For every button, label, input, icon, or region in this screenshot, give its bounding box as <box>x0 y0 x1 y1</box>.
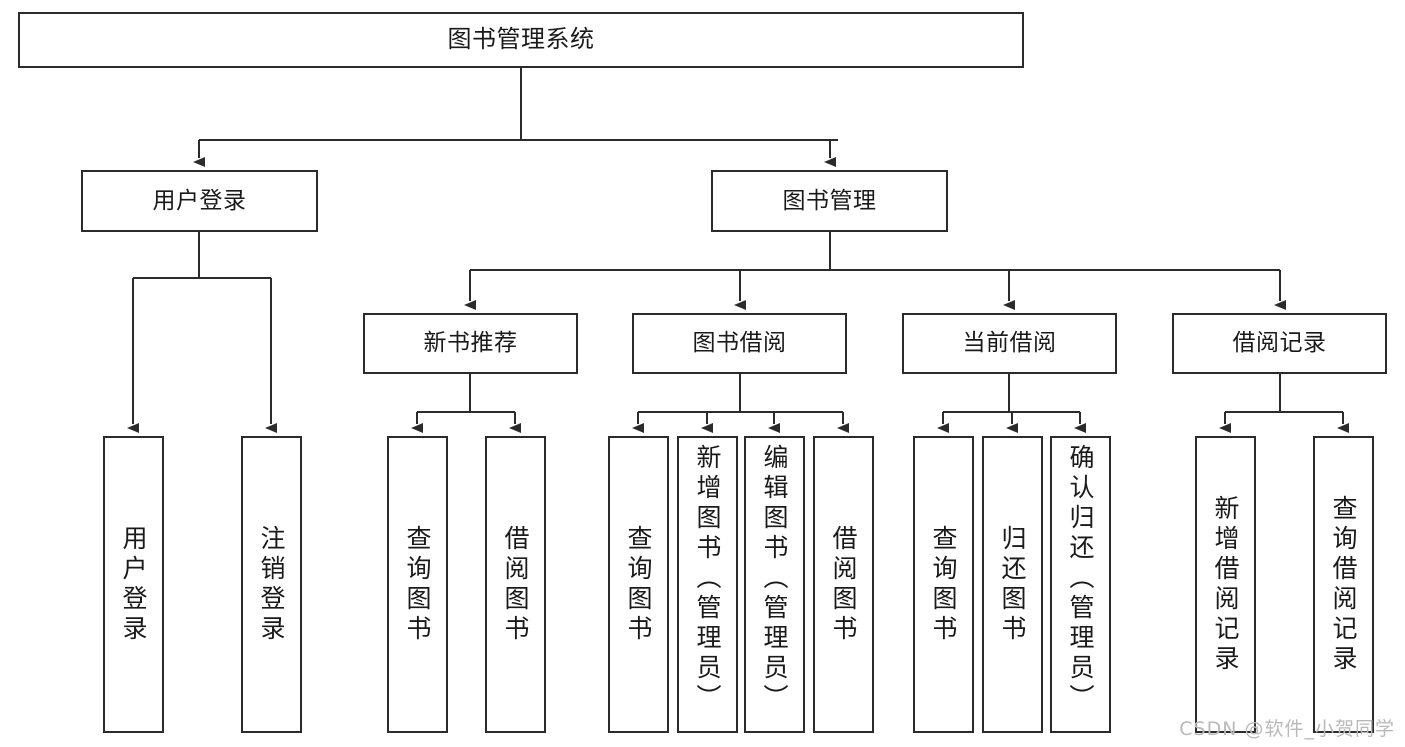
node-leaf-borrow-book-1[interactable]: 借阅图书 <box>485 436 546 733</box>
node-root[interactable]: 图书管理系统 <box>18 12 1024 68</box>
node-borrow-record-label: 借阅记录 <box>1232 330 1327 357</box>
node-leaf-return-book[interactable]: 归还图书 <box>982 436 1043 733</box>
csdn-watermark: CSDN @软件_小贺同学 <box>1179 718 1395 740</box>
node-leaf-add-borrow-record[interactable]: 新增借阅记录 <box>1195 436 1256 733</box>
node-current-borrow-label: 当前借阅 <box>962 330 1057 357</box>
node-book-management-label: 图书管理 <box>782 187 877 214</box>
node-book-borrow[interactable]: 图书借阅 <box>632 313 847 374</box>
node-leaf-edit-book-admin-label: 编辑图书（管理员） <box>760 444 789 714</box>
node-leaf-query-borrow-record-label: 查询借阅记录 <box>1329 494 1358 675</box>
node-leaf-logout-label: 注销登录 <box>257 524 286 645</box>
node-leaf-add-book-admin[interactable]: 新增图书（管理员） <box>677 436 738 733</box>
node-borrow-record[interactable]: 借阅记录 <box>1172 313 1387 374</box>
node-leaf-return-book-label: 归还图书 <box>998 524 1027 645</box>
node-leaf-confirm-return-admin-label: 确认归还（管理员） <box>1066 444 1095 714</box>
node-leaf-edit-book-admin[interactable]: 编辑图书（管理员） <box>744 436 805 733</box>
node-leaf-query-book-2[interactable]: 查询图书 <box>608 436 669 733</box>
node-book-borrow-label: 图书借阅 <box>692 330 787 357</box>
node-leaf-borrow-book-2[interactable]: 借阅图书 <box>813 436 874 733</box>
node-leaf-add-book-admin-label: 新增图书（管理员） <box>693 444 722 714</box>
node-leaf-query-borrow-record[interactable]: 查询借阅记录 <box>1313 436 1374 733</box>
node-leaf-query-book-1-label: 查询图书 <box>403 524 432 645</box>
node-leaf-query-book-3[interactable]: 查询图书 <box>913 436 974 733</box>
node-leaf-confirm-return-admin[interactable]: 确认归还（管理员） <box>1050 436 1111 733</box>
node-leaf-borrow-book-1-label: 借阅图书 <box>501 524 530 645</box>
node-leaf-query-book-2-label: 查询图书 <box>624 524 653 645</box>
node-leaf-borrow-book-2-label: 借阅图书 <box>829 524 858 645</box>
node-leaf-add-borrow-record-label: 新增借阅记录 <box>1211 494 1240 675</box>
node-book-management[interactable]: 图书管理 <box>711 170 948 232</box>
node-leaf-query-book-1[interactable]: 查询图书 <box>387 436 448 733</box>
node-leaf-logout[interactable]: 注销登录 <box>241 436 302 733</box>
node-current-borrow[interactable]: 当前借阅 <box>902 313 1117 374</box>
node-new-book-recommend[interactable]: 新书推荐 <box>363 313 578 374</box>
node-new-book-recommend-label: 新书推荐 <box>423 330 518 357</box>
node-leaf-user-login-label: 用户登录 <box>119 524 148 645</box>
node-user-login[interactable]: 用户登录 <box>81 170 318 232</box>
node-user-login-label: 用户登录 <box>152 187 247 214</box>
node-leaf-query-book-3-label: 查询图书 <box>929 524 958 645</box>
node-root-label: 图书管理系统 <box>447 25 595 54</box>
node-leaf-user-login[interactable]: 用户登录 <box>103 436 164 733</box>
